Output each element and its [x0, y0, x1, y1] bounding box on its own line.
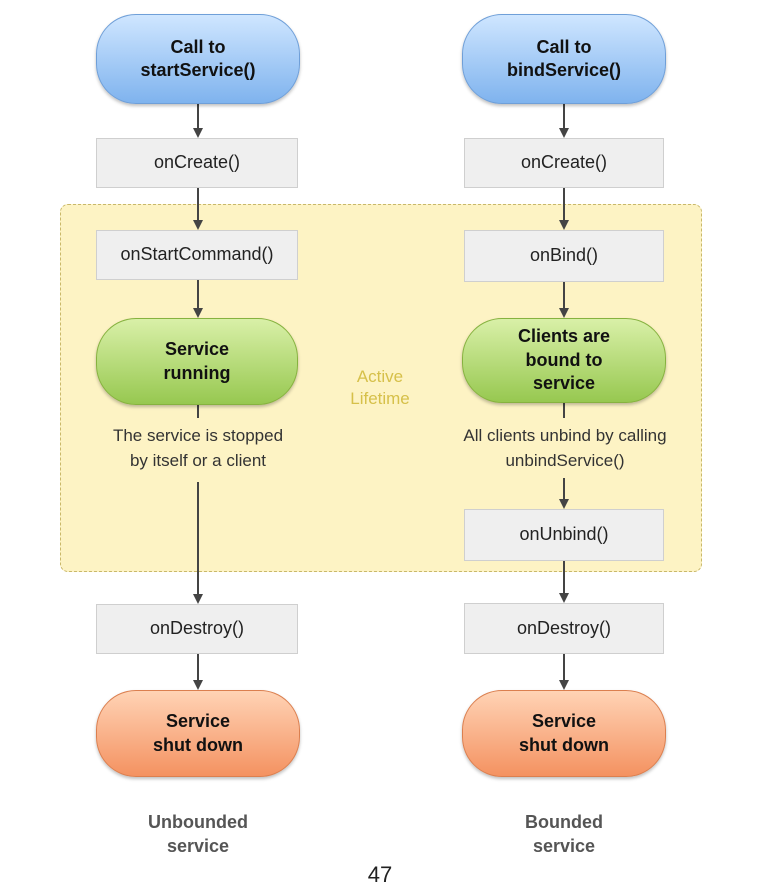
clients-bound-node: Clients are bound to service [462, 318, 666, 403]
right-shut-down-node: Service shut down [462, 690, 666, 777]
onunbind-node: onUnbind() [464, 509, 664, 561]
service-stopped-note: The service is stopped by itself or a cl… [80, 424, 316, 474]
right-ondestroy-node: onDestroy() [464, 603, 664, 654]
start-service-node: Call to startService() [96, 14, 300, 104]
left-oncreate-node: onCreate() [96, 138, 298, 188]
left-shut-down-node: Service shut down [96, 690, 300, 777]
unbounded-service-caption: Unbounded service [148, 812, 248, 857]
onstartcommand-node: onStartCommand() [96, 230, 298, 280]
service-running-node: Service running [96, 318, 298, 405]
bind-service-node: Call to bindService() [462, 14, 666, 104]
clients-unbind-note: All clients unbind by calling unbindServ… [434, 424, 696, 474]
active-lifetime-label: Active Lifetime [350, 367, 410, 409]
onbind-node: onBind() [464, 230, 664, 282]
left-ondestroy-node: onDestroy() [96, 604, 298, 654]
bounded-service-caption: Bounded service [525, 812, 603, 857]
page-number: 47 [367, 862, 393, 887]
right-oncreate-node: onCreate() [464, 138, 664, 188]
